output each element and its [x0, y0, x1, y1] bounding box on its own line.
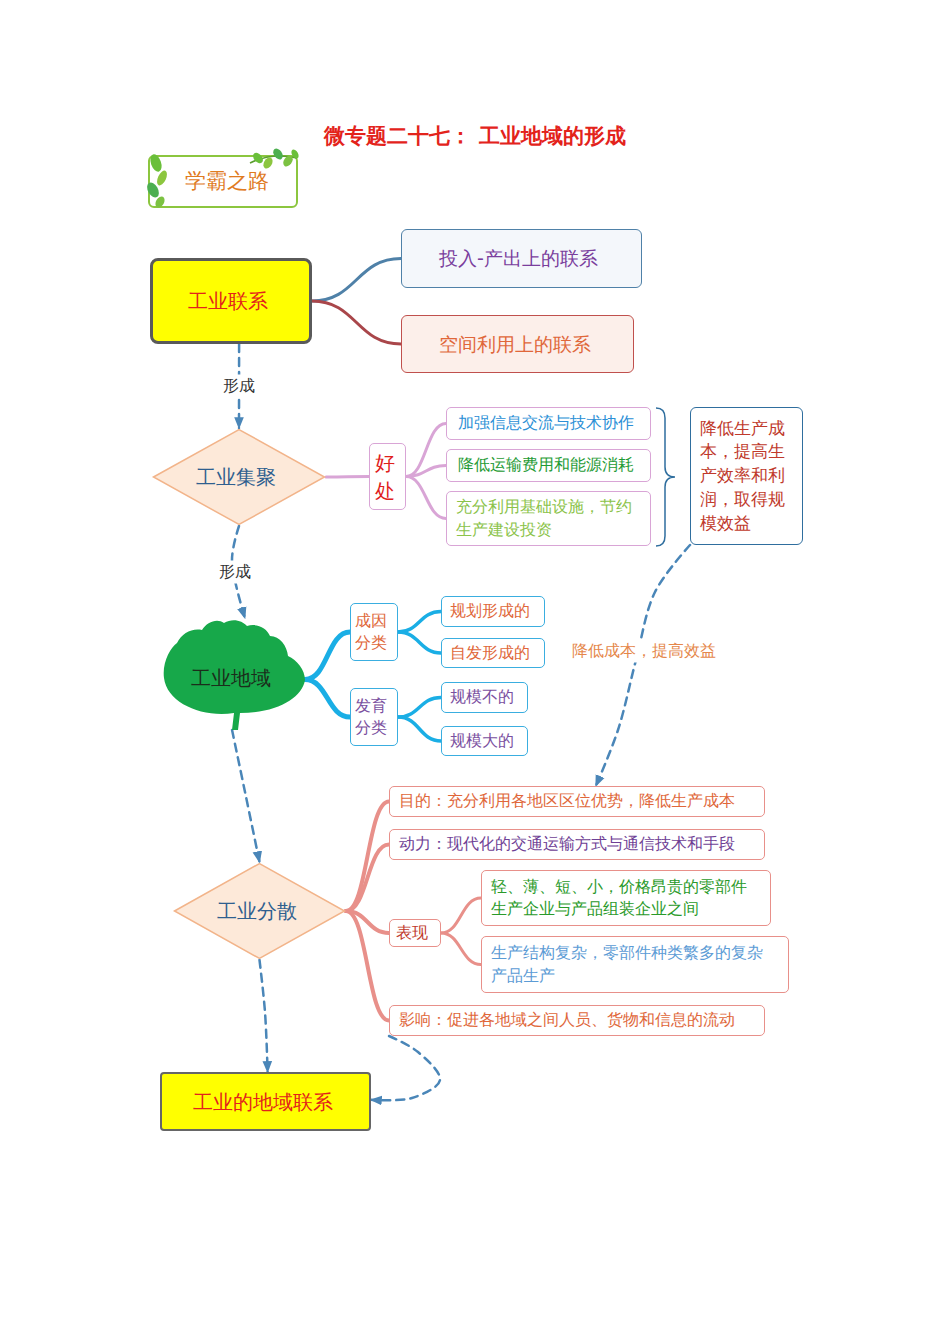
- category-box: 表现: [389, 919, 441, 947]
- branch-connector: [346, 911, 389, 1021]
- node-text: 工业集聚: [196, 463, 276, 491]
- branch-connector: [398, 632, 441, 653]
- node-text: 工业的地域联系: [193, 1088, 333, 1116]
- branch-connector: [346, 911, 389, 933]
- point-box: 自发形成的: [441, 638, 545, 668]
- node-text: 学霸之路: [185, 167, 269, 196]
- node-text: 自发形成的: [450, 642, 530, 664]
- branch-connector: [312, 301, 401, 344]
- badge-box: 学霸之路: [148, 155, 298, 208]
- node-text: 充分利用基础设施，节约 生产建设投资: [456, 496, 641, 541]
- leaf-shape: [164, 620, 305, 730]
- category-box: 发育 分类: [350, 688, 398, 746]
- point-box: 规划形成的: [441, 596, 545, 627]
- badge-leaves: [145, 147, 300, 209]
- branch-connector: [406, 424, 446, 477]
- node-text: 投入-产出上的联系: [439, 245, 598, 272]
- summary-box: 降低生产成 本，提高生 产效率和利 润，取得规 模效益: [690, 407, 803, 545]
- branch-connector: [406, 477, 446, 519]
- page-title: 微专题二十七： 工业地域的形成: [0, 122, 950, 150]
- node-text: 降低运输费用和能源消耗: [458, 454, 634, 476]
- branch-connector: [346, 802, 389, 912]
- node-text: 动力：现代化的交通运输方式与通信技术和手段: [399, 833, 735, 855]
- edge-label: 形成: [221, 375, 257, 398]
- category-box: 成因 分类: [350, 603, 398, 661]
- point-box: 生产结构复杂，零部件种类繁多的复杂 产品生产: [481, 936, 789, 993]
- leaf-shape: 工业地域: [162, 618, 305, 730]
- dashed-arrow: [371, 1036, 440, 1100]
- branch-connector: [312, 259, 401, 302]
- dashed-arrow: [596, 545, 690, 786]
- node-text: 生产结构复杂，零部件种类繁多的复杂 产品生产: [491, 942, 779, 987]
- diamond-shape: [175, 864, 345, 959]
- node-text: 好 处: [373, 449, 396, 505]
- node-text: 发育 分类: [354, 695, 388, 740]
- branch-connector: [406, 466, 446, 477]
- point-box: 轻、薄、短、小，价格昂贵的零部件 生产企业与产品组装企业之间: [481, 870, 771, 926]
- node-text: 表现: [396, 922, 428, 944]
- node-text: 规模不的: [450, 686, 514, 708]
- branch-box: 空间利用上的联系: [401, 315, 634, 373]
- topic-box: 工业联系: [150, 258, 312, 344]
- branch-connector: [441, 933, 481, 965]
- branch-connector: [305, 680, 350, 717]
- point-box: 规模大的: [441, 726, 528, 756]
- node-text: 规划形成的: [450, 600, 530, 622]
- node-text: 空间利用上的联系: [439, 331, 591, 358]
- point-box: 充分利用基础设施，节约 生产建设投资: [446, 491, 651, 546]
- node-text: 影响：促进各地域之间人员、货物和信息的流动: [399, 1009, 735, 1031]
- curly-bracket: [656, 408, 675, 546]
- branch-connector: [326, 475, 369, 479]
- branch-connector: [398, 698, 441, 718]
- node-text: 加强信息交流与技术协作: [458, 412, 634, 434]
- node-text: 轻、薄、短、小，价格昂贵的零部件 生产企业与产品组装企业之间: [491, 876, 761, 921]
- edge-label: 降低成本，提高效益: [570, 640, 718, 663]
- branch-box: 投入-产出上的联系: [401, 229, 642, 288]
- edge-label: 形成: [217, 561, 253, 584]
- point-box: 动力：现代化的交通运输方式与通信技术和手段: [389, 829, 765, 860]
- branch-connector: [398, 612, 441, 633]
- point-box: 影响：促进各地域之间人员、货物和信息的流动: [389, 1005, 765, 1036]
- node-text: 成因 分类: [354, 610, 388, 655]
- dashed-arrow: [232, 730, 259, 862]
- node-text: 规模大的: [450, 730, 514, 752]
- node-text: 工业联系: [188, 287, 268, 315]
- node-text: 工业地域: [191, 664, 271, 692]
- decision-diamond: 工业集聚: [152, 428, 326, 526]
- diamond-shape: [154, 430, 325, 525]
- node-text: 工业分散: [217, 897, 297, 925]
- branch-connector: [441, 898, 481, 933]
- point-box: 加强信息交流与技术协作: [446, 407, 651, 440]
- branch-connector: [398, 717, 441, 741]
- branch-connector: [346, 845, 389, 912]
- branch-connector: [305, 632, 350, 680]
- dashed-arrow: [260, 960, 268, 1072]
- point-box: 降低运输费用和能源消耗: [446, 449, 651, 482]
- point-box: 目的：充分利用各地区区位优势，降低生产成本: [389, 786, 765, 817]
- node-text: 降低生产成 本，提高生 产效率和利 润，取得规 模效益: [700, 417, 793, 536]
- point-box: 规模不的: [441, 682, 528, 713]
- node-text: 目的：充分利用各地区区位优势，降低生产成本: [399, 790, 735, 812]
- decision-diamond: 工业分散: [173, 862, 346, 960]
- topic-box: 工业的地域联系: [160, 1072, 371, 1131]
- category-box: 好 处: [369, 443, 406, 510]
